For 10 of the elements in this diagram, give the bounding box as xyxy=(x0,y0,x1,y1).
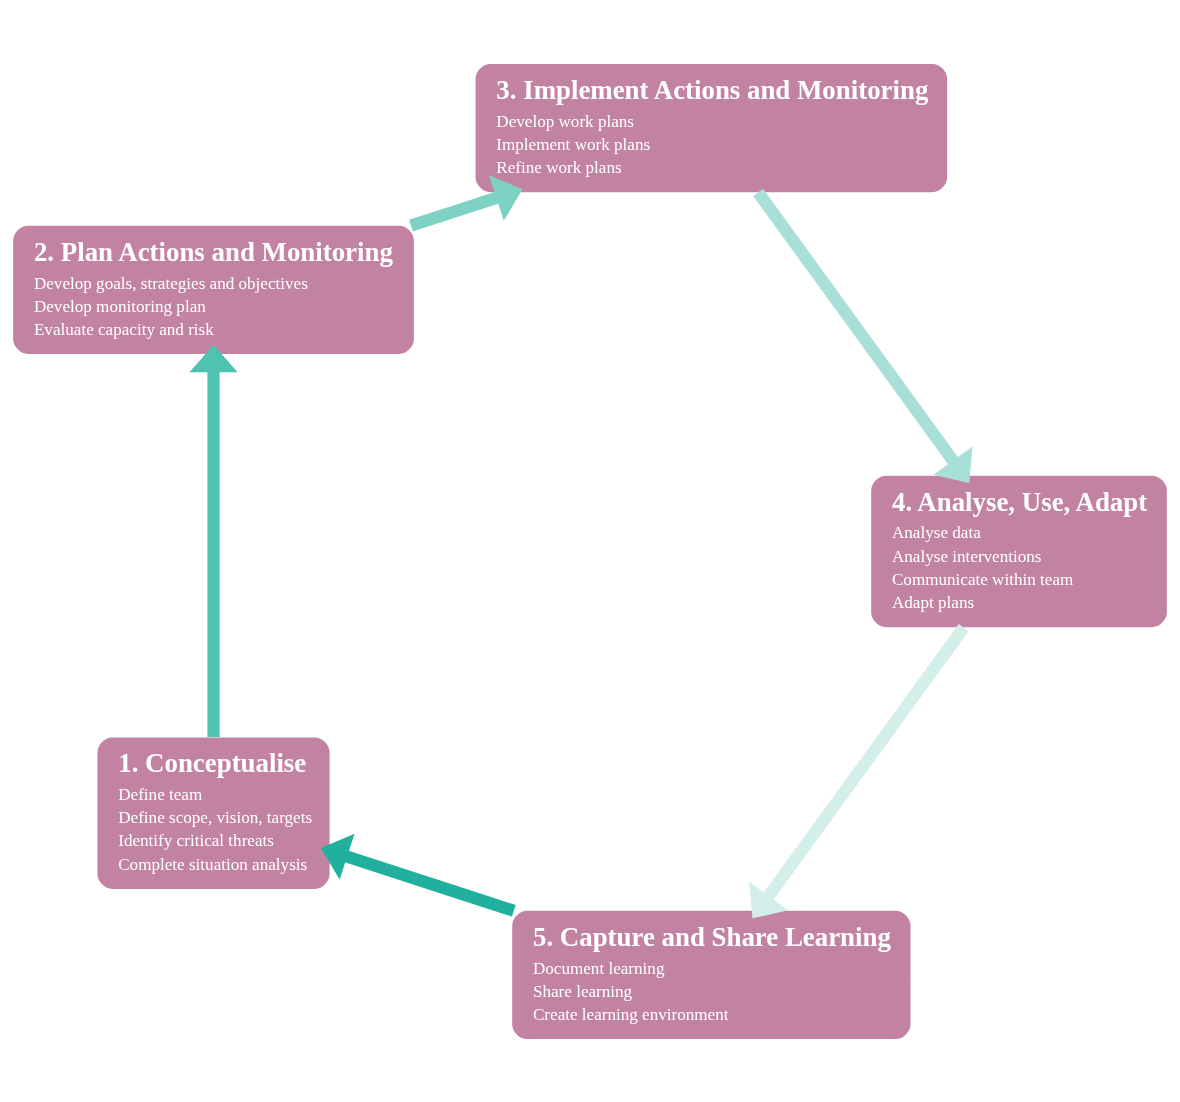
node-box: 4. Analyse, Use, Adapt Analyse data Analyse interventions Communicate within team Adapt plans xyxy=(871,475,1167,627)
arrow xyxy=(409,174,523,231)
node-box: 2. Plan Actions and Monitoring Develop goals, strategies and objectives Develop monitoring plan Evaluate capacity and risk xyxy=(13,225,414,354)
arrow xyxy=(189,344,238,737)
arrow xyxy=(753,188,973,483)
node-box: 5. Capture and Share Learning Document learning Share learning Create learning environment xyxy=(512,910,911,1039)
arrow xyxy=(320,833,516,917)
arrow xyxy=(749,623,969,918)
node-box: 3. Implement Actions and Monitoring Develop work plans Implement work plans Refine work plans xyxy=(475,63,948,192)
node-box: 1. Conceptualise Define team Define scope, vision, targets Identify critical threats Complete situation analysis xyxy=(97,736,330,889)
